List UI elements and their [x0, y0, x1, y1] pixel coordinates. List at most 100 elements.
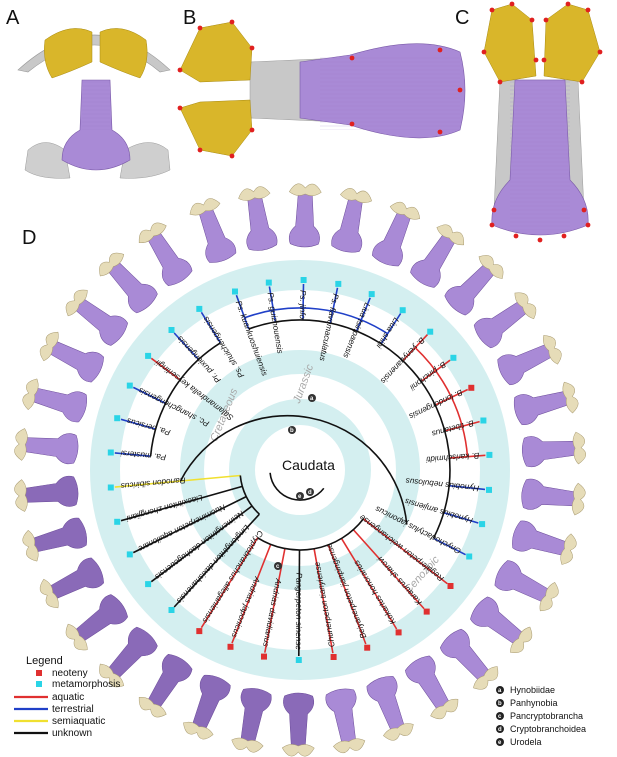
node-key-label: Urodela: [510, 737, 542, 747]
branch-tip: [329, 287, 339, 324]
node-key-item: e Urodela: [496, 737, 542, 747]
branch-arc: [269, 472, 325, 501]
branch-tip: [433, 537, 466, 556]
node-key-label: Pancryptobrancha: [510, 711, 583, 721]
branch-tip: [235, 294, 250, 330]
gold-bone-b-bottom: [179, 99, 253, 157]
specimen: [65, 594, 128, 651]
branch-arc: [244, 307, 389, 335]
specimen: [138, 222, 193, 287]
legend-label-unknown: unknown: [52, 728, 92, 739]
tip-marker: [295, 657, 302, 663]
landmarks-b: [177, 19, 463, 159]
branch-tip: [449, 484, 486, 491]
tip-marker: [168, 327, 175, 333]
branch-tip: [114, 474, 241, 488]
branch-tip: [150, 505, 253, 583]
specimen: [470, 596, 533, 653]
specimen: [231, 688, 272, 753]
tip-marker: [107, 484, 114, 491]
taxon-label: B. pinchonii: [408, 360, 448, 392]
specimen-ring: [14, 183, 586, 757]
tip-marker: [395, 629, 402, 636]
svg-text:c: c: [276, 564, 280, 570]
node-mark-d: d: [306, 488, 314, 496]
legend-label-neoteny: neoteny: [52, 668, 88, 679]
tip-marker: [300, 277, 307, 283]
tip-marker: [261, 653, 267, 660]
branch-tip: [340, 537, 398, 630]
branch-tip: [150, 357, 181, 381]
branch-tip: [120, 418, 156, 430]
branch-tip: [173, 332, 200, 361]
branch-tip: [362, 518, 448, 585]
panel-label-d: D: [22, 227, 36, 249]
svg-text:d: d: [498, 727, 502, 733]
node-key-item: a Hynobiidae: [496, 685, 555, 695]
branch-tip: [302, 283, 305, 321]
branch-tip: [231, 544, 272, 644]
tip-marker: [450, 354, 457, 361]
tip-marker: [145, 352, 152, 359]
branch-tip: [313, 548, 334, 654]
landmarks-c: [481, 1, 603, 243]
tip-marker: [265, 279, 272, 286]
specimen: [366, 676, 414, 741]
panel-b: B: [177, 7, 466, 159]
legend-title: Legend: [26, 655, 63, 667]
taxon-label: Liua shihi: [374, 316, 400, 350]
specimen: [497, 335, 562, 386]
gold-bone-left: [44, 28, 93, 79]
node-key-item: d Cryptobranchoidea: [496, 724, 586, 734]
branch-tip: [443, 511, 479, 524]
gray-bone-right: [119, 142, 171, 179]
legend-label-metamorphosis: metamorphosis: [52, 679, 120, 690]
specimen: [39, 331, 104, 383]
era-ring-outer: [90, 260, 510, 680]
tip-marker: [232, 288, 238, 295]
branch-arc: [179, 414, 408, 525]
tip-marker: [107, 449, 114, 456]
specimen: [325, 688, 366, 754]
svg-text:b: b: [290, 428, 294, 434]
specimen: [439, 628, 499, 690]
taxon-label: B. londongensis: [408, 388, 464, 421]
specimen: [372, 201, 421, 267]
node-key-label: Cryptobranchoidea: [510, 724, 586, 734]
branch-tip: [298, 549, 301, 657]
panel-a: A: [6, 7, 171, 179]
panel-c: C: [455, 1, 603, 243]
branch-arc: [149, 342, 221, 457]
svg-text:a: a: [498, 688, 502, 694]
specimen: [494, 560, 559, 612]
svg-text:e: e: [498, 740, 502, 746]
branch-tip: [200, 537, 259, 629]
tip-markers: [107, 277, 493, 663]
panel-label-c: C: [455, 7, 469, 29]
specimen: [521, 431, 586, 468]
node-key-item: c Pancryptobrancha: [496, 711, 583, 721]
specimen: [444, 255, 504, 316]
tree-branches: [114, 283, 486, 657]
tip-marker: [479, 521, 486, 528]
specimen: [99, 626, 158, 688]
legend: Legend neoteny metamorphosis aquatic ter…: [14, 655, 120, 739]
node-markers: a b c d e: [274, 394, 316, 570]
tip-marker: [468, 384, 475, 391]
tip-marker: [368, 291, 375, 298]
tip-marker: [114, 415, 121, 422]
tip-marker: [466, 553, 473, 560]
taxon-label: Pa. mustersi: [120, 449, 166, 462]
tip-marker: [168, 607, 175, 613]
branch-tip: [380, 313, 402, 345]
branch-tip: [402, 334, 429, 362]
specimen: [183, 674, 231, 740]
svg-text:e: e: [298, 494, 302, 500]
tip-marker: [330, 654, 337, 660]
taxon-label: Ps. jinfo: [298, 290, 308, 320]
tip-marker: [126, 551, 133, 558]
specimen: [99, 252, 158, 314]
branch-arc: [248, 319, 451, 539]
node-key: a Hynobiidae b Panhynobia c Pancryptobra…: [496, 685, 586, 747]
tip-marker: [427, 328, 434, 335]
